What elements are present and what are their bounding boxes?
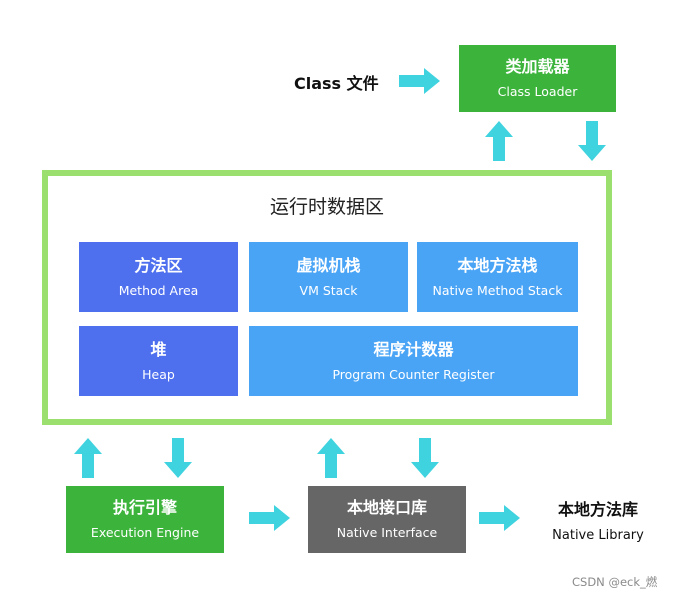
pc-register-subtitle: Program Counter Register (332, 366, 495, 382)
arrow-down-icon (411, 438, 439, 478)
pc-register-title: 程序计数器 (373, 339, 454, 359)
native-library-subtitle: Native Library (552, 528, 644, 543)
execution-engine-subtitle: Execution Engine (90, 525, 200, 540)
class-file-label: Class 文件 (294, 74, 379, 93)
runtime-title: 运行时数据区 (269, 196, 384, 218)
class-loader-box: 类加载器 Class Loader (459, 45, 616, 112)
heap-subtitle: Heap (142, 366, 175, 382)
method-area-box: 方法区 Method Area (79, 242, 238, 312)
arrow-right-icon (479, 505, 520, 531)
method-area-subtitle: Method Area (118, 282, 199, 298)
vm-stack-title: 虚拟机栈 (296, 255, 361, 275)
arrow-right-icon (249, 505, 290, 531)
vm-stack-subtitle: VM Stack (299, 282, 358, 298)
native-method-stack-title: 本地方法栈 (457, 255, 538, 275)
native-interface-subtitle: Native Interface (336, 525, 438, 540)
native-method-stack-subtitle: Native Method Stack (432, 282, 563, 298)
class-loader-title: 类加载器 (505, 57, 570, 76)
arrow-up-icon (74, 438, 102, 478)
execution-engine-title: 执行引擎 (112, 498, 177, 517)
native-method-stack-box: 本地方法栈 Native Method Stack (417, 242, 578, 312)
arrow-up-icon (317, 438, 345, 478)
native-interface-box: 本地接口库 Native Interface (308, 486, 466, 553)
watermark-text: CSDN @eck_燃 (572, 575, 658, 589)
native-library-title: 本地方法库 (557, 500, 638, 519)
vm-stack-box: 虚拟机栈 VM Stack (249, 242, 408, 312)
native-interface-title: 本地接口库 (346, 498, 427, 517)
method-area-title: 方法区 (134, 255, 183, 275)
arrow-down-icon (164, 438, 192, 478)
native-library-label: 本地方法库 Native Library (540, 496, 656, 543)
class-loader-subtitle: Class Loader (497, 84, 578, 99)
arrow-right-icon (399, 68, 440, 94)
heap-box: 堆 Heap (79, 326, 238, 396)
heap-title: 堆 (150, 339, 167, 359)
arrow-down-icon (578, 121, 606, 161)
execution-engine-box: 执行引擎 Execution Engine (66, 486, 224, 553)
pc-register-box: 程序计数器 Program Counter Register (249, 326, 578, 396)
arrow-up-icon (485, 121, 513, 161)
